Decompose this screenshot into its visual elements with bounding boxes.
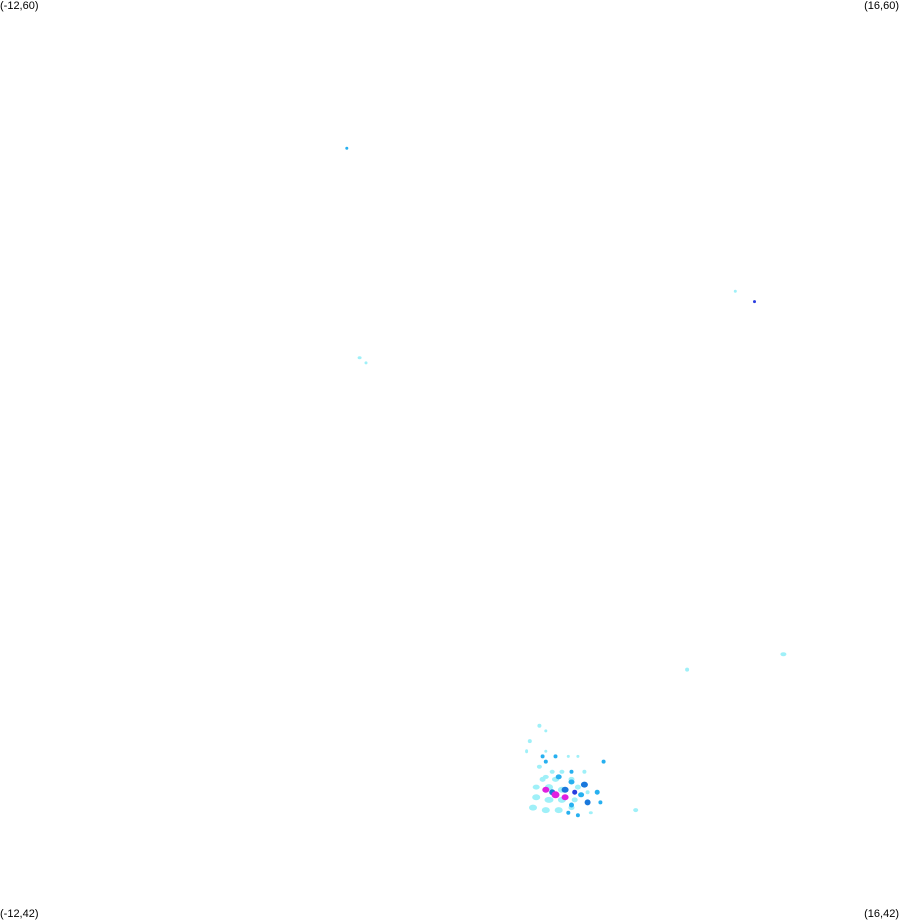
map-point bbox=[576, 754, 580, 758]
map-point bbox=[542, 786, 550, 793]
map-point bbox=[566, 810, 571, 815]
corner-label-bottom-left: (-12,42) bbox=[0, 908, 39, 920]
map-point bbox=[536, 764, 542, 769]
map-point bbox=[525, 749, 529, 754]
map-point bbox=[685, 667, 690, 672]
map-point bbox=[544, 729, 548, 733]
map-point bbox=[580, 781, 588, 788]
map-point bbox=[541, 807, 550, 814]
map-point bbox=[585, 790, 590, 795]
map-point bbox=[527, 739, 532, 744]
map-point bbox=[532, 784, 540, 790]
map-point bbox=[575, 813, 580, 818]
map-point bbox=[733, 289, 737, 293]
corner-label-top-left: (-12,60) bbox=[0, 0, 39, 12]
map-point bbox=[539, 776, 546, 782]
map-point bbox=[543, 759, 548, 764]
map-point bbox=[633, 808, 639, 813]
map-point bbox=[594, 789, 600, 795]
map-point bbox=[582, 769, 587, 774]
map-point bbox=[780, 652, 787, 657]
map-point bbox=[569, 769, 574, 774]
map-point bbox=[572, 789, 578, 795]
map-point bbox=[529, 804, 537, 811]
map-point bbox=[559, 769, 565, 774]
map-point bbox=[345, 146, 349, 150]
map-point bbox=[554, 807, 563, 814]
map-point bbox=[584, 799, 591, 806]
map-point bbox=[551, 791, 560, 799]
corner-label-top-right: (16,60) bbox=[864, 0, 899, 12]
map-point bbox=[537, 723, 542, 728]
map-point bbox=[588, 811, 593, 815]
map-point bbox=[568, 779, 575, 785]
map-point bbox=[549, 769, 555, 774]
map-point bbox=[532, 794, 541, 801]
map-point bbox=[544, 749, 548, 753]
map-point bbox=[566, 754, 570, 758]
map-point bbox=[555, 774, 562, 780]
map-point bbox=[540, 754, 545, 759]
map-point bbox=[544, 796, 554, 803]
map-point bbox=[357, 356, 362, 360]
map-point bbox=[571, 797, 578, 803]
map-point bbox=[753, 300, 756, 304]
map-point bbox=[561, 786, 569, 793]
map-point bbox=[569, 802, 574, 808]
map-point bbox=[553, 754, 558, 759]
map-point bbox=[601, 759, 606, 764]
map-point bbox=[598, 800, 603, 805]
map-point bbox=[578, 792, 585, 798]
map-point bbox=[574, 784, 581, 790]
map-point bbox=[364, 361, 368, 365]
corner-label-bottom-right: (16,42) bbox=[864, 908, 899, 920]
map-point bbox=[561, 794, 569, 801]
